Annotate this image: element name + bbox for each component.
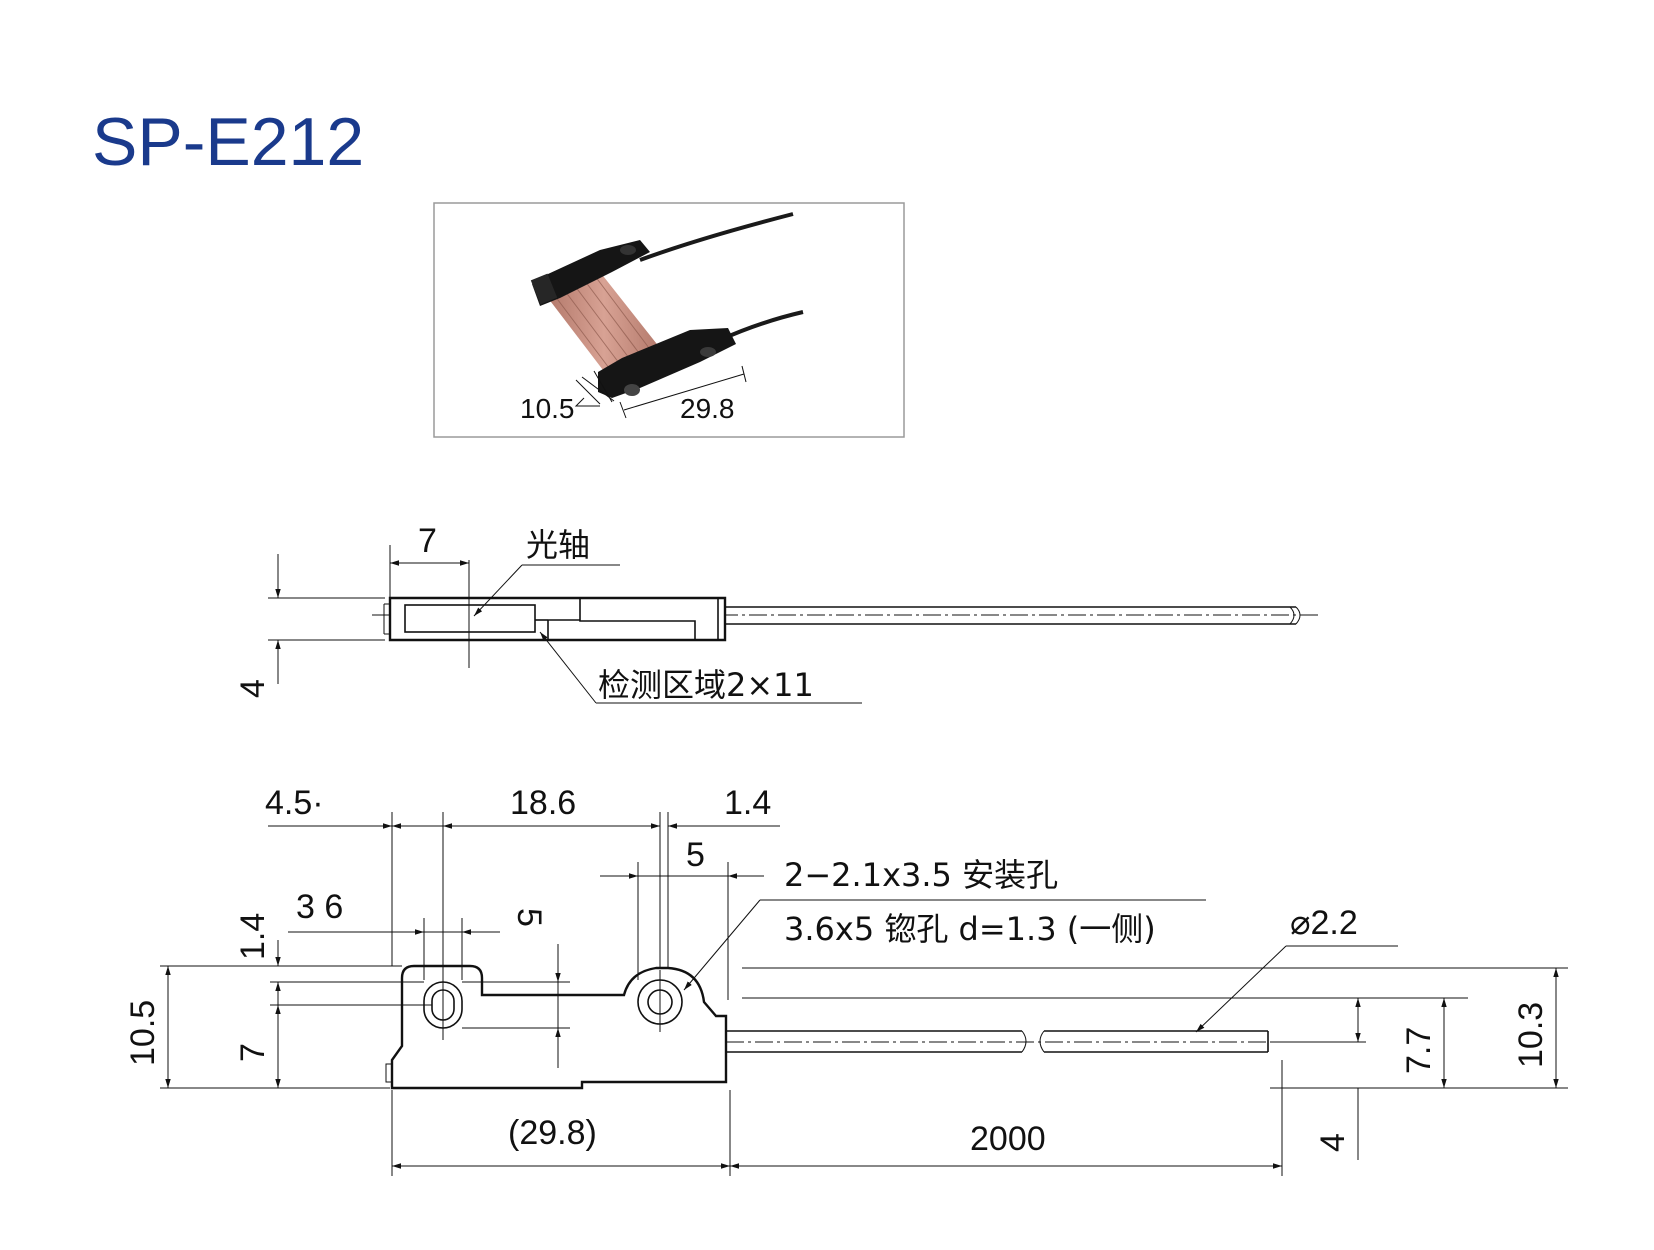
side-dim-7-7: 7.7 xyxy=(1400,1027,1438,1074)
photo-dim-length: 29.8 xyxy=(680,393,735,424)
top-dim-4: 4 xyxy=(234,679,272,698)
model-title: SP-E212 xyxy=(92,104,365,180)
side-dim-18-6: 18.6 xyxy=(510,784,576,822)
product-photo: 10.5 29.8 xyxy=(433,202,905,438)
side-dim-4-right: 4 xyxy=(1314,1133,1352,1152)
side-view: 4.5· 18.6 1.4 5 2−2.1x3.5 安装孔 3.6x5 锪孔 d… xyxy=(124,784,1568,1176)
side-dim-cable-diameter: ⌀2.2 xyxy=(1290,904,1358,942)
side-dim-cable-length: 2000 xyxy=(970,1120,1046,1158)
side-dim-4-5: 4.5· xyxy=(265,784,324,822)
side-dim-7: 7 xyxy=(234,1043,272,1062)
side-dim-1-4-left: 1.4 xyxy=(234,913,272,960)
top-label-detection-area: 检测区域2×11 xyxy=(598,666,814,704)
side-dim-3-6: 3 6 xyxy=(296,888,343,926)
top-label-optical-axis: 光轴 xyxy=(526,526,590,564)
side-dim-10-5: 10.5 xyxy=(124,1000,162,1066)
top-dim-7: 7 xyxy=(418,522,437,560)
photo-dim-width: 10.5 xyxy=(520,393,575,424)
side-label-mount-holes: 2−2.1x3.5 安装孔 xyxy=(784,856,1058,894)
side-dim-5-horizontal: 5 xyxy=(686,836,705,874)
side-dim-10-3: 10.3 xyxy=(1512,1002,1550,1068)
side-dim-1-4-top: 1.4 xyxy=(724,784,771,822)
side-dim-body-length: (29.8) xyxy=(508,1114,597,1152)
top-view: 7 光轴 4 检测区域2×11 xyxy=(234,522,1318,704)
side-dim-5-vertical: 5 xyxy=(510,908,548,927)
side-label-counterbore: 3.6x5 锪孔 d=1.3 (一侧) xyxy=(784,910,1156,948)
